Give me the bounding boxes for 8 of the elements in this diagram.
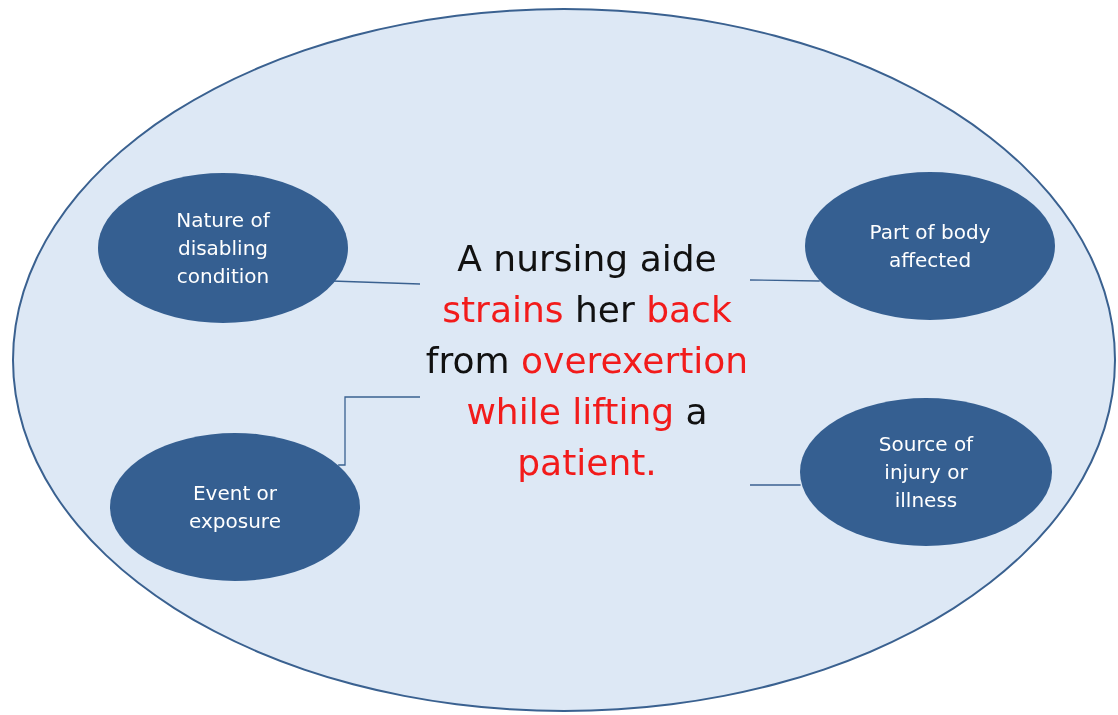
- leader-line: [749, 279, 821, 282]
- category-label: Nature of disabling condition: [175, 207, 272, 290]
- central-sentence: A nursing aide strains her back from overexertion while lifting a patient.: [424, 237, 750, 485]
- category-label: Source of injury or illness: [877, 431, 975, 514]
- category-label: Part of body affected: [868, 219, 992, 274]
- leader-line: [337, 396, 421, 466]
- leader-line: [749, 484, 802, 486]
- category-label: Event or exposure: [188, 480, 282, 535]
